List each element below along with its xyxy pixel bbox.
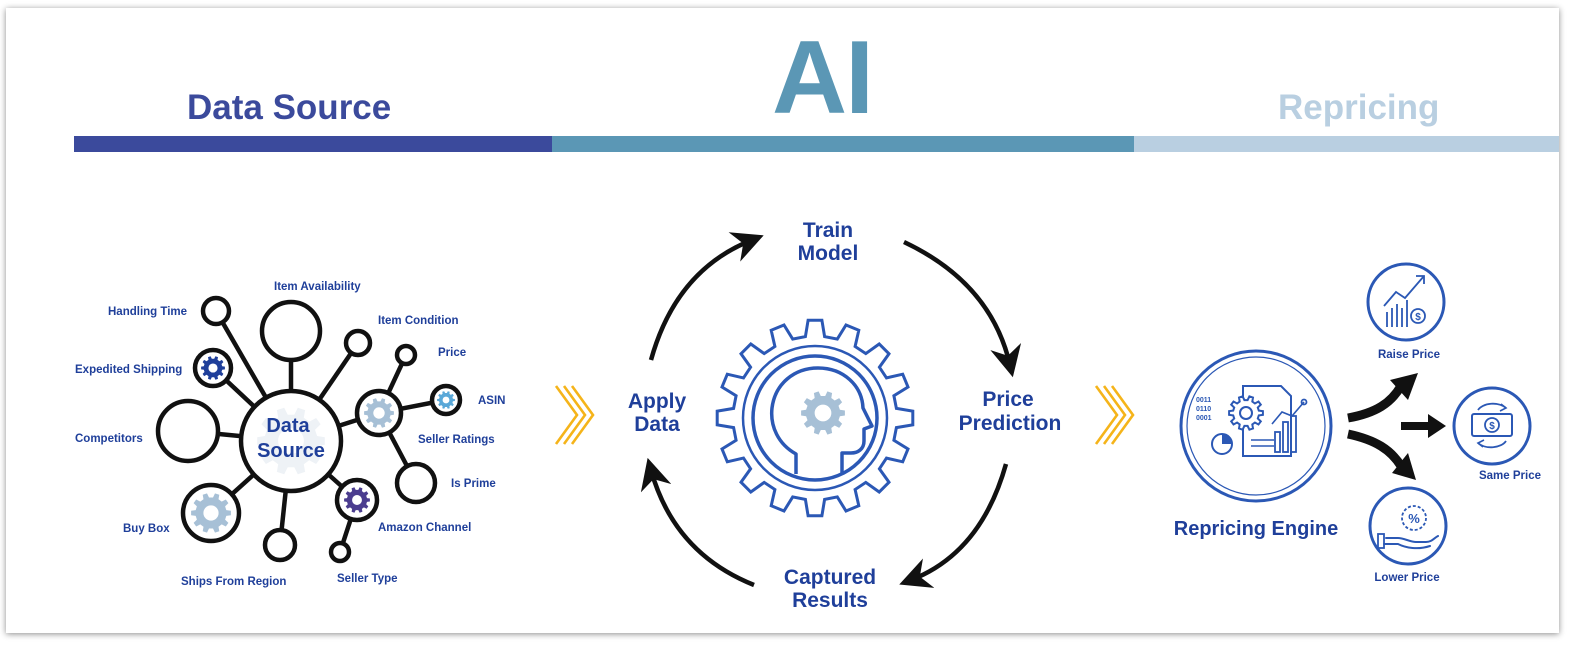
central-gear-icon	[715, 318, 915, 518]
apply-label-line1: Apply	[628, 390, 687, 413]
label-price: Price	[438, 347, 466, 359]
same-price-icon: $	[1452, 386, 1532, 466]
apply-label-line2: Data	[634, 413, 680, 436]
header-repricing: Repricing	[1278, 88, 1440, 127]
label-amazon-channel: Amazon Channel	[378, 522, 471, 534]
diagram-canvas: Handling Time Item Availability Item Con…	[75, 219, 1541, 612]
label-asin: ASIN	[478, 395, 505, 407]
label-seller-ratings: Seller Ratings	[418, 434, 495, 446]
amazon-channel-gear-icon-hole	[352, 495, 362, 505]
label-ships-from-region: Ships From Region	[181, 576, 286, 588]
progress-bar-repricing	[1134, 136, 1559, 152]
hub-label-line1: Data	[266, 415, 310, 437]
node-ships-from-region	[262, 527, 298, 563]
label-competitors: Competitors	[75, 433, 143, 445]
binary-line-3: 0001	[1196, 415, 1212, 422]
train-label-line2: Model	[798, 242, 859, 265]
binary-line-2: 0110	[1196, 406, 1211, 413]
header-ai: AI	[772, 20, 874, 136]
label-is-prime: Is Prime	[451, 478, 496, 490]
head-gear-icon-hole	[814, 404, 832, 422]
price-label-line2: Prediction	[959, 412, 1062, 435]
node-seller-type	[328, 540, 352, 564]
header-data-source: Data Source	[187, 88, 392, 127]
train-label-line1: Train	[803, 219, 853, 242]
chevron-arrows-icon	[554, 385, 1135, 445]
lower-price-label: Lower Price	[1374, 572, 1439, 584]
node-price	[394, 343, 418, 367]
price-label-line1: Price	[982, 388, 1033, 411]
progress-bar-ai	[552, 136, 1134, 152]
label-item-condition: Item Condition	[378, 315, 459, 327]
hub-label-line2: Source	[257, 440, 325, 462]
node-item-condition	[343, 328, 373, 358]
split-arrows-icon	[1347, 373, 1446, 480]
dollar-glyph-icon-2: $	[1489, 421, 1495, 432]
percent-glyph-icon: %	[1408, 511, 1420, 526]
label-handling-time: Handling Time	[108, 306, 187, 318]
lower-price-icon: %	[1368, 486, 1448, 566]
captured-label-line1: Captured	[784, 566, 876, 589]
engine-gear-icon	[1228, 395, 1264, 431]
cycle-arrows	[640, 232, 1022, 588]
seller-ratings-gear-icon-hole	[373, 407, 385, 419]
expedited-shipping-gear-icon-hole	[208, 363, 218, 373]
cycle-labels: Train Model Price Prediction Captured Re…	[628, 219, 1062, 612]
engine-gear-hole	[1239, 406, 1253, 420]
node-is-prime	[394, 461, 438, 505]
same-price-label: Same Price	[1479, 470, 1541, 482]
node-labels: Handling Time Item Availability Item Con…	[75, 281, 505, 588]
progress-bar-data-source	[74, 136, 552, 152]
label-buy-box: Buy Box	[123, 523, 170, 535]
dollar-glyph-icon: $	[1415, 312, 1421, 323]
raise-price-label: Raise Price	[1378, 349, 1440, 361]
hub-background-gear-icon-hole	[278, 428, 304, 454]
raise-price-icon: $	[1366, 262, 1446, 342]
node-handling-time	[200, 295, 232, 327]
gear-icon-group	[191, 356, 455, 533]
label-seller-type: Seller Type	[337, 573, 398, 585]
node-competitors	[155, 398, 221, 464]
asin-gear-icon-hole	[442, 396, 450, 404]
binary-line-1: 0011	[1196, 397, 1211, 404]
label-item-availability: Item Availability	[274, 281, 361, 293]
label-expedited-shipping: Expedited Shipping	[75, 364, 182, 376]
repricing-engine-icon: 0011 0110 0001	[1179, 349, 1333, 503]
diagram-frame: Data Source AI Repricing	[6, 8, 1559, 633]
node-item-availability	[259, 299, 323, 363]
buy-box-gear-icon-hole	[203, 505, 219, 521]
repricing-engine-label: Repricing Engine	[1174, 518, 1338, 540]
captured-label-line2: Results	[792, 589, 868, 612]
